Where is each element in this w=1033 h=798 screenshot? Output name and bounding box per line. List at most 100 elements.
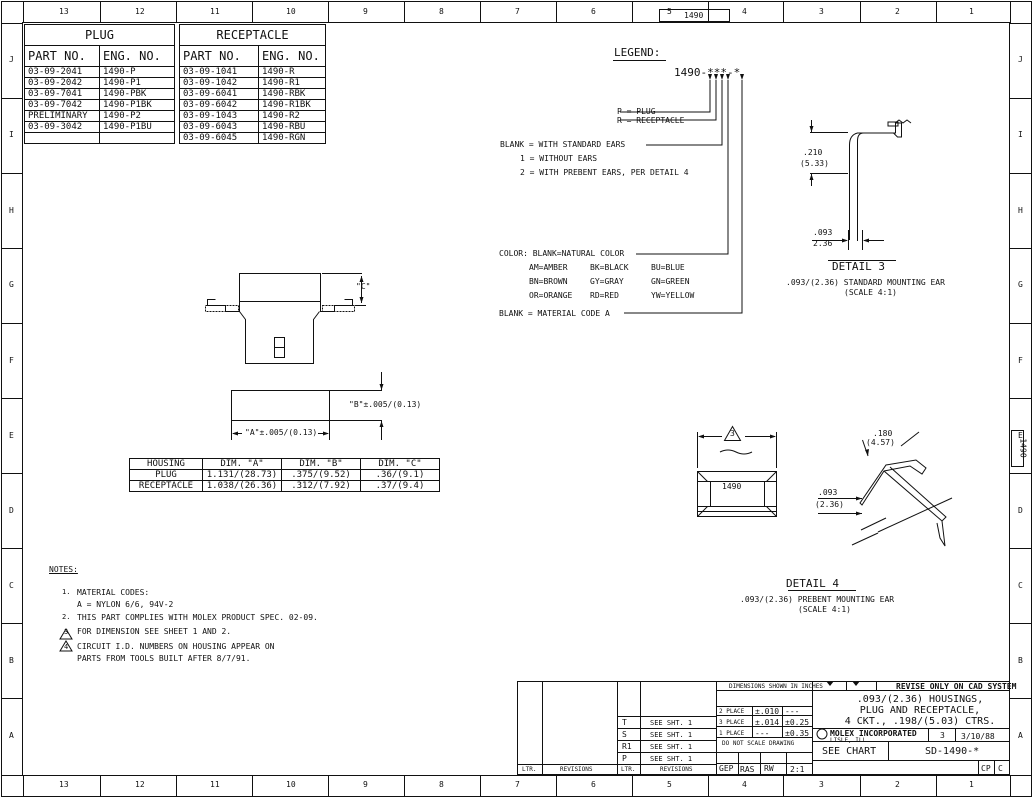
title-line-1: .093/(2.36) HOUSINGS, — [856, 694, 984, 705]
legend-color-intro: COLOR: BLANK=NATURAL COLOR — [499, 249, 625, 258]
dim-table-header: HOUSING — [129, 458, 203, 470]
column-label-bottom: 12 — [135, 780, 145, 789]
legend-ears-prebent: 2 = WITH PREBENT EARS, PER DETAIL 4 — [520, 168, 689, 177]
receptacle-table-title: RECEPTACLE — [179, 24, 326, 46]
note-number: 1. — [62, 588, 71, 596]
revision-text: SEE SHT. 1 — [650, 731, 693, 739]
column-label-bottom: 8 — [439, 780, 444, 789]
column-label-top: 8 — [439, 7, 444, 16]
eng-number-cell: 1490-R2 — [258, 110, 326, 122]
detail3-title: DETAIL 3 — [832, 260, 885, 273]
detail3-caption: .093/(2.36) STANDARD MOUNTING EAR — [786, 278, 945, 287]
legend-color-entry: BK=BLACK — [590, 263, 629, 272]
detail4-scale: (SCALE 4:1) — [798, 605, 851, 614]
row-label-left: J — [9, 55, 14, 64]
revision-footer-label: LTR. — [522, 766, 537, 773]
legend-ears-standard: BLANK = WITH STANDARD EARS — [500, 140, 626, 149]
notes-title: NOTES: — [49, 565, 78, 574]
column-label-bottom: 1 — [969, 780, 974, 789]
legend-title: LEGEND: — [614, 46, 661, 59]
row-label-left: G — [9, 280, 14, 289]
column-label-top: 4 — [742, 7, 747, 16]
dim-a-label: "A"±.005/(0.13) — [245, 428, 318, 437]
part-number-cell: 03-09-1043 — [179, 110, 259, 122]
dim-table-cell: .312/(7.92) — [281, 480, 361, 492]
plug-table-row — [24, 132, 175, 144]
revision-text: SEE SHT. 1 — [650, 743, 693, 751]
eng-number-cell: 1490-R — [258, 66, 326, 78]
eng-number-cell: 1490-P1BK — [99, 99, 175, 111]
eng-number-cell: 1490-R1 — [258, 77, 326, 89]
eng-number-cell: 1490-RBK — [258, 88, 326, 100]
side-stamp: 1490 — [1018, 438, 1028, 458]
row-label-left: H — [9, 206, 14, 215]
row-label-right: A — [1018, 731, 1023, 740]
part-number-cell: 03-09-7042 — [24, 99, 100, 111]
legend-color-entry: GY=GRAY — [590, 277, 624, 286]
plug-header-eng: ENG. NO. — [99, 45, 175, 67]
revision-footer-label: REVISIONS — [560, 766, 593, 773]
dim-table-header: DIM. "A" — [202, 458, 282, 470]
dim-table-cell: .37/(9.4) — [360, 480, 440, 492]
part-number-cell: 03-09-6041 — [179, 88, 259, 100]
column-label-top: 10 — [286, 7, 296, 16]
note-number: 2. — [62, 613, 71, 621]
dim-table-cell: RECEPTACLE — [129, 480, 203, 492]
row-label-left: A — [9, 731, 14, 740]
legend-receptacle: R = RECEPTACLE — [617, 116, 685, 125]
system-code: CP — [981, 764, 991, 773]
eng-number-cell: 1490-P1 — [99, 77, 175, 89]
detail3-scale: (SCALE 4:1) — [844, 288, 897, 297]
part-number-cell: PRELIMINARY — [24, 110, 100, 122]
drawn-by: GEP — [719, 764, 734, 773]
plug-table-title: PLUG — [24, 24, 175, 46]
part-number-cell: 03-09-7041 — [24, 88, 100, 100]
revision-letter: S — [622, 730, 627, 739]
plug-header-part: PART NO. — [24, 45, 100, 67]
detail4-dim-top-mm: (4.57) — [866, 438, 895, 447]
detail3-dim-top: .210 — [803, 148, 823, 157]
column-label-bottom: 6 — [591, 780, 596, 789]
tolerance-mm: --- — [785, 707, 800, 716]
row-label-right: G — [1018, 280, 1023, 289]
detail3-dim-bottom-mm: 2.36 — [813, 239, 833, 248]
row-label-right: J — [1018, 55, 1023, 64]
row-label-right: H — [1018, 206, 1023, 215]
revision-footer-label: REVISIONS — [660, 766, 693, 773]
part-number-cell: 03-09-2041 — [24, 66, 100, 78]
chart-reference: SEE CHART — [822, 746, 877, 757]
tolerances-title: DIMENSIONS SHOWN IN INCHES — [729, 683, 823, 690]
part-number-cell: 03-09-1042 — [179, 77, 259, 89]
detail4-dim-left-mm: (2.36) — [815, 500, 844, 509]
row-label-left: D — [9, 506, 14, 515]
dim-table-header: DIM. "B" — [281, 458, 361, 470]
detail4-caption: .093/(2.36) PREBENT MOUNTING EAR — [740, 595, 895, 604]
tolerance-inch: --- — [755, 729, 770, 738]
drawing-size: C — [998, 764, 1003, 773]
column-label-top: 2 — [895, 7, 900, 16]
column-label-bottom: 9 — [363, 780, 368, 789]
dim-table-cell: 1.038/(26.36) — [202, 480, 282, 492]
note-text: FOR DIMENSION SEE SHEET 1 AND 2. — [77, 627, 232, 636]
column-label-top: 11 — [210, 7, 220, 16]
dim-table-cell: .36/(9.1) — [360, 469, 440, 481]
legend-material: BLANK = MATERIAL CODE A — [499, 309, 610, 318]
row-label-right: E — [1018, 431, 1023, 440]
note-text: THIS PART COMPLIES WITH MOLEX PRODUCT SP… — [77, 613, 318, 622]
column-label-top: 7 — [515, 7, 520, 16]
column-label-top: 1 — [969, 7, 974, 16]
